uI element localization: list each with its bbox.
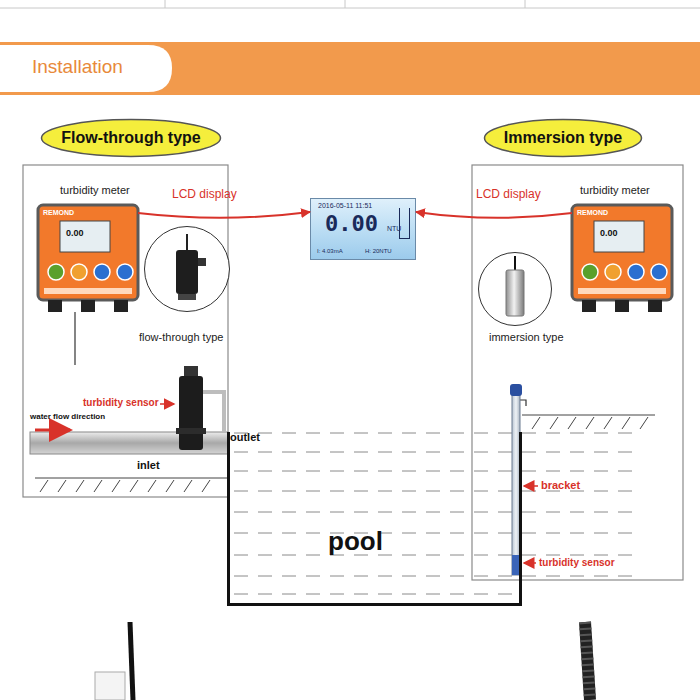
meter-body: [38, 205, 138, 312]
connector-label: LCD display: [172, 188, 237, 201]
meter-body: [572, 205, 672, 312]
brand-name: REMOND: [577, 209, 608, 217]
lcd-range: H: 20NTU: [365, 248, 392, 255]
sensor-inset: flow-through type: [144, 226, 230, 312]
water-lines: [234, 433, 640, 594]
inset-caption: immersion type: [489, 331, 564, 343]
part-label: turbidity sensor: [83, 397, 159, 408]
inset-background: [145, 227, 229, 311]
turbidity-meter: turbidity meterREMOND0.00: [572, 205, 672, 300]
bracket-pole: [510, 384, 526, 575]
outlet-tube: [203, 392, 224, 432]
port-label: outlet: [230, 431, 260, 443]
ground-hatch: [35, 478, 228, 492]
badge-text: Flow-through type: [40, 129, 222, 147]
header-band: [0, 42, 700, 95]
page-title: Installation: [32, 57, 123, 78]
flow-through-panel: [23, 165, 228, 497]
part-label: bracket: [541, 479, 580, 491]
connector-label: LCD display: [476, 188, 541, 201]
lcd-current: I: 4.03mA: [317, 248, 343, 255]
brand-name: REMOND: [43, 209, 74, 217]
device-heading: turbidity meter: [60, 184, 130, 196]
screen-reading: 0.00: [66, 229, 84, 239]
turbidity-meter: turbidity meterREMOND0.00: [38, 205, 138, 300]
cable-photo: [585, 622, 590, 700]
port-label: inlet: [137, 459, 160, 471]
header-tab: [0, 45, 172, 92]
leader-arrow: [524, 562, 536, 564]
arrow-connector: [416, 212, 572, 218]
flow-through-sensor: [176, 366, 206, 450]
inset-background: [479, 253, 551, 325]
lcd-display: 2016-05-11 11:51 0.00NTU I: 4.03mA H: 20NTU: [310, 198, 416, 260]
lcd-reading: 0.00: [325, 212, 378, 236]
table-remnant: [0, 0, 700, 8]
meter-cable: [74, 312, 75, 365]
type-badge: Flow-through type: [40, 118, 222, 158]
arrow-connector: [138, 212, 310, 218]
flow-label: water flow direction: [30, 413, 105, 422]
badge-text: Immersion type: [483, 129, 643, 147]
battery-icon: [399, 208, 410, 239]
cable-photo: [95, 622, 133, 700]
sensor-inset: immersion type: [478, 252, 552, 326]
device-heading: turbidity meter: [580, 184, 650, 196]
pool-tank: pool: [227, 432, 522, 606]
immersion-panel: [472, 165, 683, 580]
pool-label: pool: [328, 527, 383, 556]
inset-caption: flow-through type: [139, 331, 223, 343]
ground-hatch: [522, 415, 655, 429]
immersion-sensor-photo: [506, 256, 524, 316]
flow-through-sensor-photo: [176, 234, 206, 300]
type-badge: Immersion type: [483, 118, 643, 158]
lcd-unit: NTU: [387, 225, 401, 233]
leader-arrow: [160, 403, 174, 405]
flow-arrow: [35, 429, 70, 432]
part-label: turbidity sensor: [539, 557, 615, 568]
lcd-datetime: 2016-05-11 11:51: [318, 202, 372, 210]
screen-reading: 0.00: [600, 229, 618, 239]
leader-arrow: [524, 485, 538, 487]
